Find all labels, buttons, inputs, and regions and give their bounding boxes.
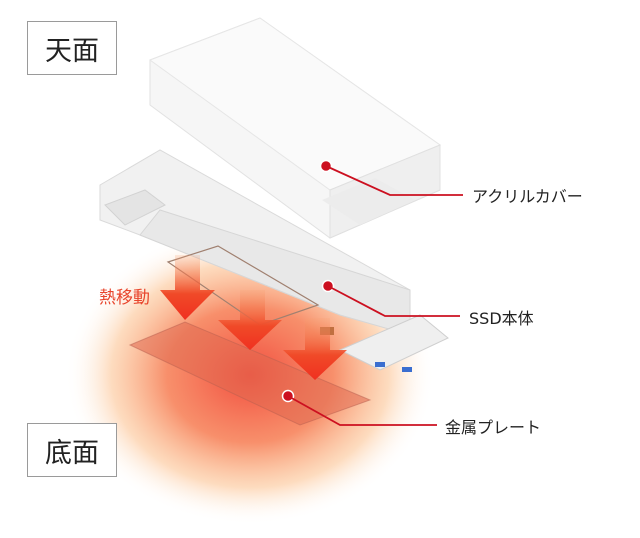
leader-acrylic-cover: [319, 159, 463, 196]
metal-plate-label: 金属プレート: [445, 418, 542, 437]
bottom-face-label: 底面: [27, 423, 117, 477]
heat-transfer-label: 熱移動: [99, 288, 150, 308]
ssd-body-label: SSD本体: [469, 309, 534, 328]
heat-arrow: [160, 255, 215, 320]
acrylic-cover-label: アクリルカバー: [472, 187, 583, 206]
top-face-label: 天面: [27, 21, 117, 75]
metal-plate: [128, 321, 372, 426]
acrylic-cover: [148, 17, 442, 239]
heat-arrows: [160, 255, 347, 380]
leader-ssd-body: [321, 279, 460, 317]
leader-metal-plate: [281, 389, 437, 426]
heat-arrow: [283, 318, 347, 380]
heat-arrow: [218, 290, 282, 350]
